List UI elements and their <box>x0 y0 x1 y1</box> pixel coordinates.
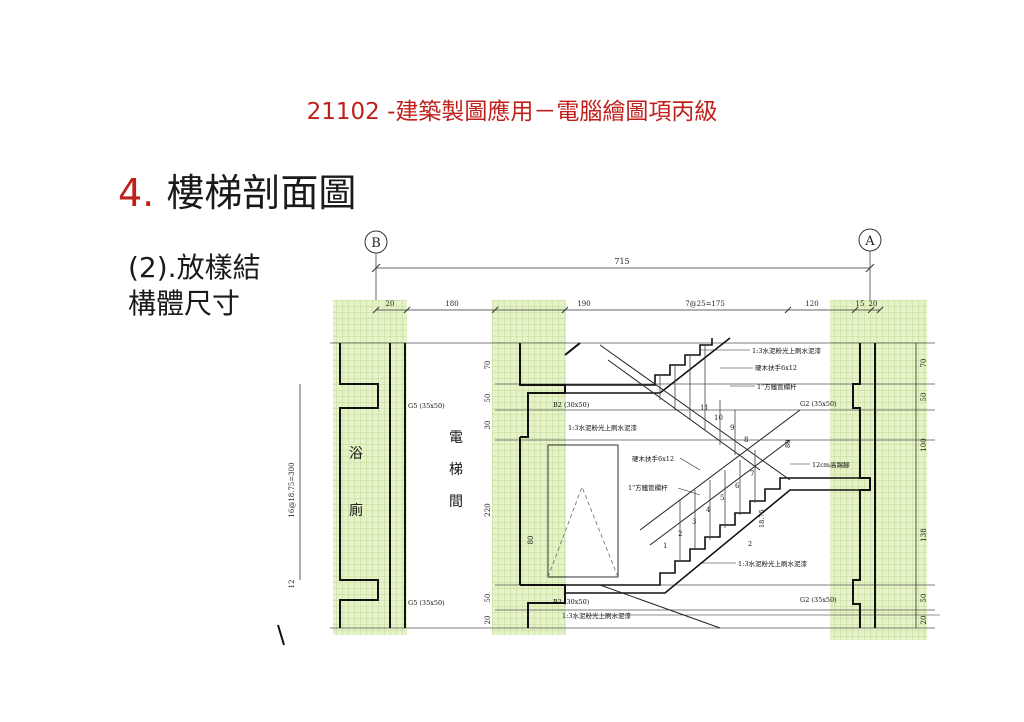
subtitle-line-1: (2).放樣結 <box>128 251 261 284</box>
label-plaster-mid: 1:3水泥粉光上刷水泥漆 <box>568 423 637 432</box>
room-bath-2: 廁 <box>349 502 363 519</box>
section-number: 4. <box>118 171 155 215</box>
top-dim-120: 120 <box>805 300 818 308</box>
top-dim-175: 7@25=175 <box>685 300 725 308</box>
wall-band-left <box>333 300 407 635</box>
step-2: 2 <box>678 530 682 538</box>
label-g2-top: G2 (35x50) <box>800 400 837 408</box>
overall-dim-text: 715 <box>614 257 629 266</box>
label-plaster-right-bottom: 1:3水泥粉光上刷水泥漆 <box>738 559 807 568</box>
right-dim-70: 70 <box>920 359 928 368</box>
room-bath-1: 浴 <box>349 446 363 462</box>
mid-dim-50: 50 <box>484 394 492 403</box>
grid-label-a: A <box>864 234 875 249</box>
subtitle-line-2: 構體尺寸 <box>128 287 241 320</box>
label-plaster-top-right: 1:3水泥粉光上刷水泥漆 <box>752 346 821 355</box>
mid-dim-30: 30 <box>484 421 492 430</box>
room-elevator-3: 間 <box>449 494 463 510</box>
step-3: 3 <box>692 518 696 526</box>
section-title: 4. 樓梯剖面圖 <box>118 162 356 217</box>
label-g2-bottom: G2 (35x50) <box>800 596 837 604</box>
stair-lower-flight <box>565 477 860 594</box>
label-b2-bottom: B2 (30x50) <box>553 598 590 606</box>
wall-band-mid <box>492 300 566 635</box>
step-5: 5 <box>720 494 724 502</box>
label-skirting: 12cm高踢腳 <box>812 460 850 469</box>
room-elevator-2: 梯 <box>449 462 463 478</box>
label-handrail-top: 硬木扶手6x12 <box>755 363 797 372</box>
mid-dim-80: 80 <box>527 536 535 545</box>
left-vertical-dim: 16@18.75=300 <box>288 462 296 517</box>
top-dim-190: 190 <box>577 300 590 308</box>
label-rail-mid: 1"方鐵管欄杆 <box>628 483 668 492</box>
right-wall <box>852 343 876 628</box>
step-6: 6 <box>735 482 740 490</box>
step-4: 4 <box>706 506 711 514</box>
label-dim-80: 80 <box>784 440 792 448</box>
step-7: 7 <box>750 470 754 478</box>
label-dim-18-75: 18.75 <box>758 509 766 528</box>
wall-band-right <box>830 300 927 640</box>
top-dim-20b: 20 <box>869 300 878 308</box>
section-title-text: 樓梯剖面圖 <box>166 171 357 215</box>
right-dim-100: 100 <box>920 438 928 451</box>
grid-label-b: B <box>371 236 381 251</box>
right-dim-50: 50 <box>920 393 928 402</box>
step-10: 10 <box>714 414 723 422</box>
mid-dim-50b: 50 <box>484 594 492 603</box>
right-dim-138: 138 <box>920 528 928 541</box>
course-title: 21102 -建築製圖應用－電腦繪圖項丙級 <box>306 99 718 125</box>
label-g5-bottom: G5 (35x50) <box>408 599 445 607</box>
label-b2-top: B2 (30x50) <box>553 401 590 409</box>
label-rail-top: 1"方鐵管欄杆 <box>757 382 797 391</box>
label-plaster-bottom: 1:3水泥粉光上刷水泥漆 <box>562 611 631 620</box>
top-dim-180: 180 <box>445 300 458 308</box>
mid-dim-220: 220 <box>484 503 492 516</box>
step-1: 1 <box>663 542 667 550</box>
mid-dim-70: 70 <box>484 361 492 370</box>
step-11: 11 <box>700 404 709 412</box>
label-handrail-mid: 硬木扶手6x12 <box>632 454 674 463</box>
mid-dim-20: 20 <box>484 616 492 625</box>
right-dim-20: 20 <box>920 616 928 625</box>
top-dim-15: 15 <box>856 300 865 308</box>
elevator-door <box>547 444 619 578</box>
step-9: 9 <box>730 424 734 432</box>
subtitle: (2).放樣結 構體尺寸 <box>128 250 261 322</box>
label-dim-2: 2 <box>748 540 752 548</box>
label-g5-top: G5 (35x50) <box>408 402 445 410</box>
step-8: 8 <box>744 436 748 444</box>
left-bottom-dim: 12 <box>288 580 296 589</box>
room-elevator-1: 電 <box>449 430 463 446</box>
left-wall <box>339 343 406 628</box>
top-dim-20a: 20 <box>386 300 395 308</box>
right-dim-50b: 50 <box>920 594 928 603</box>
